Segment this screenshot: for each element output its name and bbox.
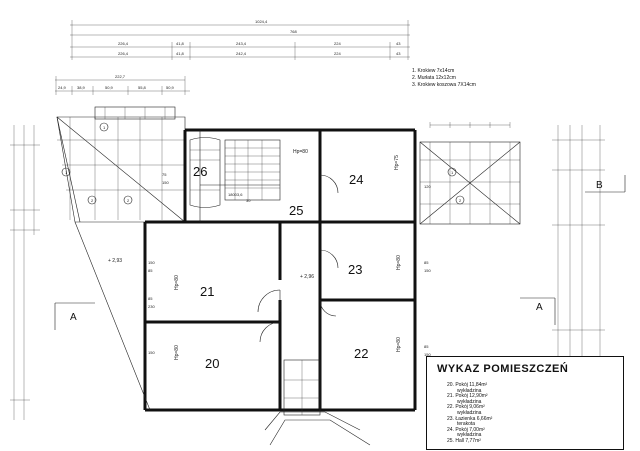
dim-top-middle: 768 [290, 29, 297, 34]
marker-4: 2 [127, 198, 130, 203]
room-schedule-title: WYKAZ POMIESZCZEŃ [437, 363, 569, 375]
level-1: + 2,93 [108, 258, 122, 264]
section-markers: A A B [54, 175, 626, 330]
hp-top: Hp=80 [293, 149, 308, 155]
w-150b: 150 [148, 260, 155, 265]
stairs-label: 18003,6 [228, 192, 243, 197]
room-row-23: 23. Łazienka 6,66m² [447, 415, 493, 422]
hp-23: Hp=80 [396, 255, 402, 270]
dim-left-c: 50,9 [105, 85, 114, 90]
materials-legend: 1. Krokiew 7x14cm 2. Murłata 12x12cm 3. … [412, 68, 476, 89]
hp-22: Hp=80 [396, 337, 402, 352]
room-label-21: 21 [200, 284, 214, 299]
dim-r3-d: 224 [334, 41, 341, 46]
hp-21: Hp=80 [174, 275, 180, 290]
room-label-23: 23 [348, 262, 362, 277]
room-row-22-finish: wykładzina [457, 409, 482, 416]
room-label-20: 20 [205, 356, 219, 371]
marker-1: 1 [65, 170, 68, 175]
marker-6: 2 [459, 198, 462, 203]
dim-r4-e: 43 [396, 51, 401, 56]
dim-left-b: 38,9 [77, 85, 86, 90]
legend-item-3: 3. Krokiew koszowa 7X14cm [412, 82, 476, 88]
room-row-20: 20. Pokój 11,84m² [447, 382, 488, 388]
legend-item-2: 2. Murłata 12x12cm [412, 75, 456, 81]
dim-r3-b: 41,8 [176, 41, 185, 46]
dim-left-total: 222,7 [115, 74, 126, 79]
dim-r3-c: 243,4 [236, 41, 247, 46]
hp-24: Hp=75 [394, 155, 400, 170]
dim-r4-a: 226,4 [118, 51, 129, 56]
w-85b: 85 [148, 296, 153, 301]
dim-r4-b: 41,8 [176, 51, 185, 56]
room-label-26: 26 [193, 164, 207, 179]
level-2: + 2,96 [300, 274, 314, 280]
left-top-dimension-chain: 222,7 24,9 38,9 50,9 55,8 50,9 [55, 74, 190, 95]
left-vertical-dimensions [10, 125, 40, 420]
w-150-23: 150 [424, 268, 431, 273]
top-dimension-chains: 1024,4 768 226,4 41,8 243,4 224 43 226,4… [70, 19, 410, 60]
w-75: 75 [162, 172, 167, 177]
w-150c: 150 [148, 350, 155, 355]
marker-3: 1 [103, 125, 106, 130]
section-a-left: A [70, 312, 77, 323]
w-85a: 85 [148, 268, 153, 273]
room-schedule-rows: 20. Pokój 11,84m² wykładzina 21. Pokój 1… [447, 382, 493, 445]
room-row-24: 24. Pokój 7,00m² [447, 426, 485, 433]
dim-top-total: 1024,4 [255, 19, 268, 24]
room-label-22: 22 [354, 346, 368, 361]
stairs-label-b: 30 [246, 198, 251, 203]
room-row-20-finish: wykładzina [457, 387, 482, 394]
dim-left-d: 55,8 [138, 85, 147, 90]
dim-r4-d: 224 [334, 51, 341, 56]
room-row-24-finish: wykładzina [457, 432, 482, 439]
room-row-21: 21. Pokój 12,90m² [447, 393, 488, 400]
w-85-23: 85 [424, 260, 429, 265]
section-a-right: A [536, 302, 543, 313]
dim-r4-c: 242,4 [236, 51, 247, 56]
hp-20: Hp=80 [174, 345, 180, 360]
w-120: 120 [424, 184, 431, 189]
room-label-24: 24 [349, 172, 363, 187]
room-row-23-finish: terakota [457, 421, 476, 428]
room-row-21-finish: wykładzina [457, 398, 482, 405]
staircase [189, 137, 281, 208]
right-roof-framing [419, 122, 521, 225]
roof-markers: 1 2 1 2 1 2 [61, 122, 465, 205]
marker-5: 1 [451, 170, 454, 175]
plan-annotations: Hp=80 Hp=75 Hp=80 Hp=80 Hp=80 Hp=80 1800… [108, 149, 431, 360]
dim-r3-a: 226,4 [118, 41, 129, 46]
marker-2: 2 [91, 198, 94, 203]
w-150a: 150 [162, 180, 169, 185]
room-labels: 20 21 22 23 24 25 26 [193, 164, 368, 371]
dim-left-e: 50,9 [166, 85, 175, 90]
left-roof-framing [56, 106, 186, 223]
room-schedule-table: WYKAZ POMIESZCZEŃ 20. Pokój 11,84m² wykł… [426, 356, 624, 450]
room-label-25: 25 [289, 203, 303, 218]
w-230: 230 [148, 304, 155, 309]
room-row-22: 22. Pokój 9,06m² [447, 404, 485, 411]
legend-item-1: 1. Krokiew 7x14cm [412, 68, 455, 74]
dim-r3-e: 43 [396, 41, 401, 46]
room-row-25: 25. Hall 7,77m² [447, 437, 481, 444]
dim-left-a: 24,9 [58, 85, 67, 90]
w-85-22: 85 [424, 344, 429, 349]
door-swings [257, 174, 339, 343]
w-150-22: 150 [424, 352, 431, 357]
entrance-canopy [264, 359, 371, 446]
section-b: B [596, 180, 603, 191]
